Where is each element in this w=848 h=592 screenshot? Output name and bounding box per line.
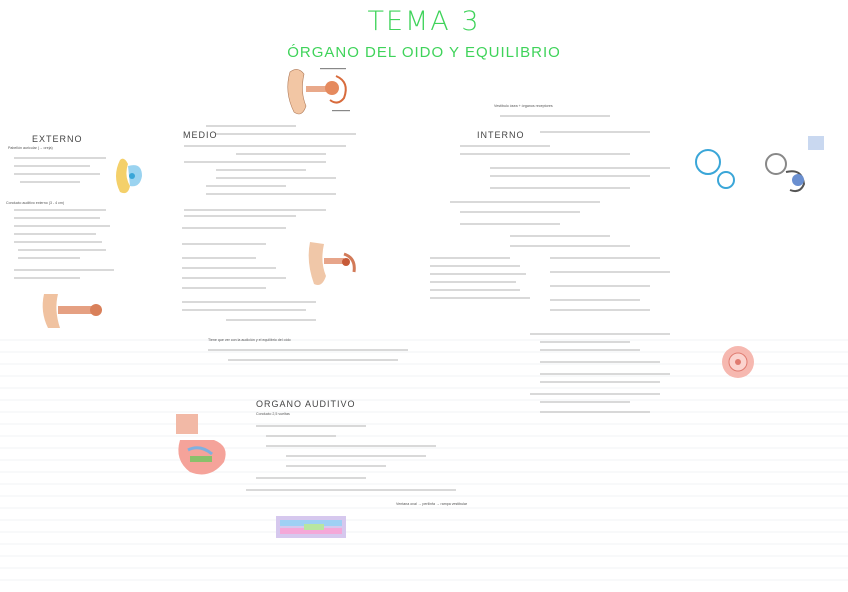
externo-text-scribble: [14, 157, 114, 279]
cochlea-section-illustration: [722, 346, 754, 378]
auditivo-note-2: Ventana oval → perilinfa → rampa vestibu…: [396, 502, 468, 506]
auditivo-note-1: Conducto 2,5 vueltas: [256, 412, 290, 416]
ear-canal-illustration: [42, 294, 102, 328]
inner-ear-labyrinth-illustration: [695, 136, 824, 193]
medio-text-scribble: [182, 125, 356, 321]
organ-of-corti-illustration: [176, 414, 226, 475]
outer-ear-illustration: [116, 158, 142, 194]
interno-text-scribble: [430, 115, 670, 413]
ear-anatomy-illustration: [287, 68, 350, 115]
externo-note-1: Pabellón auricular (→ oreja): [8, 146, 53, 150]
page-subtitle: ÓRGANO DEL OIDO Y EQUILIBRIO: [287, 44, 561, 61]
externo-note-2: Conducto auditivo externo (3 - 4 cm): [6, 201, 65, 205]
section-organo-auditivo: ORGANO AUDITIVO: [256, 399, 356, 409]
page-title: TEMA 3: [367, 6, 481, 37]
medio-bottom-note: Tiene que ver con la audición y el equil…: [208, 338, 291, 342]
interno-top-note: Vestíbulo ósea + órganos receptores: [494, 104, 553, 108]
section-medio: MEDIO: [183, 130, 218, 140]
medio-bottom-scribble: [208, 349, 408, 361]
middle-ear-illustration: [308, 242, 356, 285]
auditivo-text-scribble: [246, 425, 456, 491]
cochlea-unrolled-diagram: [276, 516, 346, 538]
section-externo: EXTERNO: [32, 134, 83, 144]
section-interno: INTERNO: [477, 130, 525, 140]
